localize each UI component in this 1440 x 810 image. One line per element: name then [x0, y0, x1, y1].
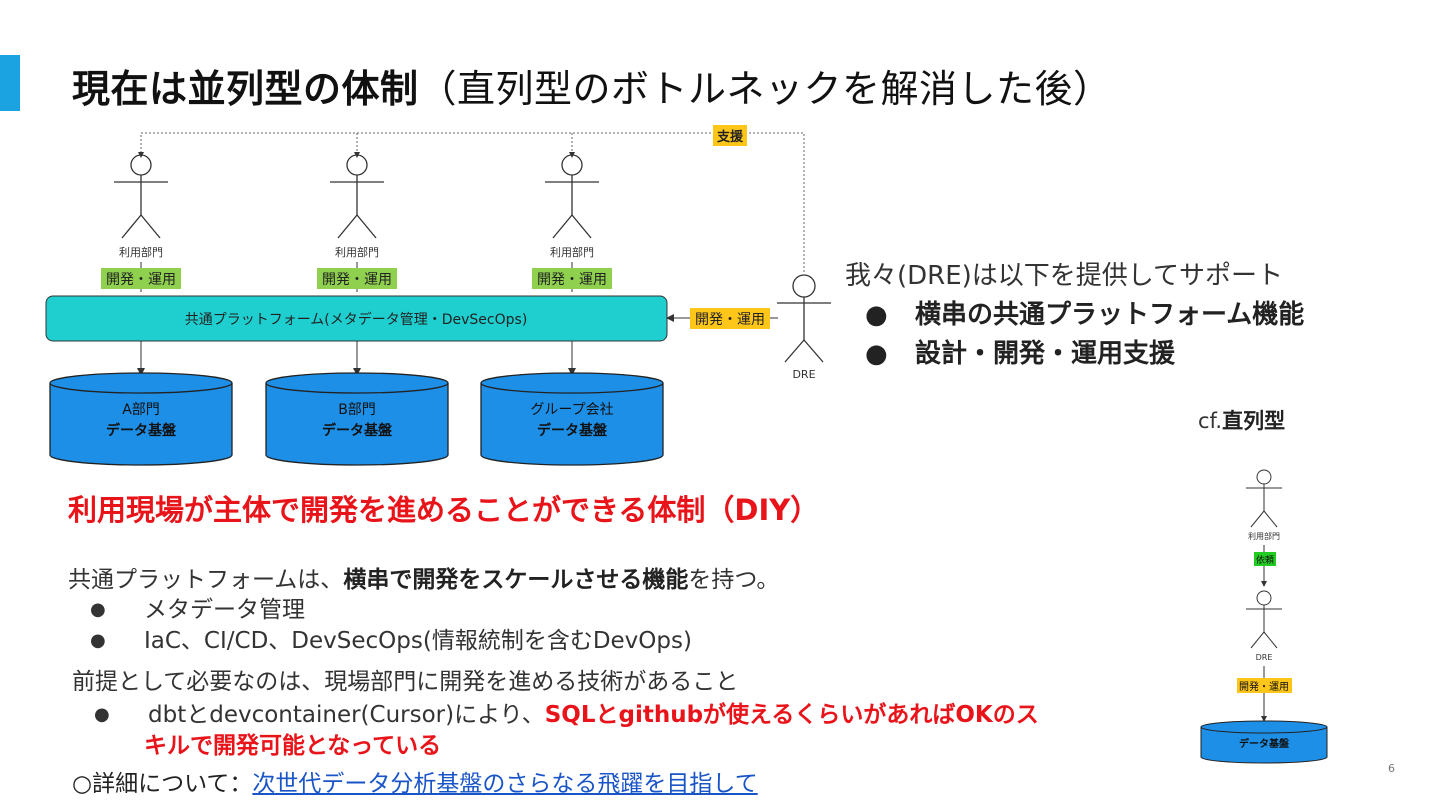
- user-figure-1: [114, 154, 168, 239]
- datastore-a-name: データ基盤: [106, 422, 177, 439]
- dev-ops-tag-1: [101, 268, 181, 289]
- platform-bullet-1: ●メタデータ管理: [68, 590, 305, 624]
- user-figure-3: [545, 154, 599, 239]
- dev-ops-tag-text-1: 開発・運用: [106, 272, 176, 288]
- cf-datastore: [1200, 720, 1328, 764]
- dre-figure: [777, 274, 831, 363]
- datastore-b-dept: B部門: [338, 402, 376, 418]
- slide-title: 現在は並列型の体制（直列型のボトルネックを解消した後）: [72, 58, 1112, 113]
- dev-ops-tag-3: [532, 268, 612, 289]
- support-bullet-1: ●横串の共通プラットフォーム機能: [845, 294, 1304, 331]
- support-summary-list: ●横串の共通プラットフォーム機能 ●設計・開発・運用支援: [845, 294, 1304, 370]
- premise-bullet-continued: キルで開発可能となっている: [144, 733, 442, 759]
- premise-text: 前提として必要なのは、現場部門に開発を進める技術があること: [72, 669, 739, 695]
- dre-dev-ops-tag: [690, 308, 770, 329]
- dre-dev-ops-tag-text: 開発・運用: [695, 312, 765, 328]
- bullet-dot-icon: ●: [94, 704, 110, 725]
- common-platform-label: 共通プラットフォーム(メタデータ管理・DevSecOps): [185, 311, 528, 328]
- user-figure-2: [330, 154, 384, 239]
- datastore-group-name: データ基盤: [537, 422, 608, 439]
- premise-bullet: ●dbtとdevcontainer(Cursor)により、SQLとgithubが…: [72, 695, 1039, 729]
- bullet-dot-icon: ●: [865, 339, 888, 369]
- page-number: 6: [1388, 762, 1395, 775]
- details-row: ○詳細について：次世代データ分析基盤のさらなる飛躍を目指して: [72, 771, 758, 797]
- support-summary-header: 我々(DRE)は以下を提供してサポート: [845, 261, 1284, 291]
- datastore-b: [265, 372, 449, 466]
- support-summary: 我々(DRE)は以下を提供してサポート ●横串の共通プラットフォーム機能 ●設計…: [845, 255, 1304, 370]
- cf-request-tag: [1254, 552, 1276, 566]
- cf-user-label: 利用部門: [1248, 531, 1280, 541]
- support-tag-text: 支援: [716, 129, 744, 145]
- support-tag: [713, 125, 747, 146]
- datastore-group-dept: グループ会社: [530, 402, 613, 418]
- support-connector: [138, 132, 805, 272]
- diy-heading: 利用現場が主体で開発を進めることができる体制（DIY）: [68, 493, 820, 527]
- user-label-1: 利用部門: [119, 245, 163, 259]
- user-label-3: 利用部門: [550, 245, 594, 259]
- datastore-b-name: データ基盤: [322, 422, 393, 439]
- dev-ops-tag-text-2: 開発・運用: [322, 272, 392, 288]
- platform-bullet-2: ●IaC、CI/CD、DevSecOps(情報統制を含むDevOps): [68, 621, 692, 655]
- datastore-a: [49, 372, 233, 466]
- user-label-2: 利用部門: [335, 245, 379, 259]
- dev-ops-tag-2: [317, 268, 397, 289]
- datastore-a-dept: A部門: [122, 402, 160, 418]
- dev-ops-tag-text-3: 開発・運用: [537, 272, 607, 288]
- cf-serial-label: cf.直列型: [1198, 409, 1286, 433]
- bullet-dot-icon: ●: [865, 300, 888, 330]
- cf-datastore-label: データ基盤: [1239, 737, 1290, 750]
- cf-request-tag-text: 依頼: [1256, 554, 1274, 566]
- dre-label: DRE: [792, 368, 815, 381]
- slide-title-sub: （直列型のボトルネックを解消した後）: [418, 67, 1112, 111]
- platform-description: 共通プラットフォームは、横串で開発をスケールさせる機能を持つ。: [68, 567, 780, 593]
- title-accent-bar: [0, 55, 20, 111]
- slide-title-main: 現在は並列型の体制: [72, 67, 419, 111]
- cf-dre-label: DRE: [1256, 653, 1273, 662]
- datastore-group: [480, 372, 664, 466]
- details-link[interactable]: 次世代データ分析基盤のさらなる飛躍を目指して: [252, 771, 758, 797]
- bullet-dot-icon: ●: [90, 599, 106, 620]
- cf-dev-ops-tag: [1237, 678, 1292, 693]
- cf-dre-figure: [1246, 590, 1282, 649]
- cf-dev-ops-tag-text: 開発・運用: [1239, 680, 1289, 693]
- cf-user-figure: [1246, 469, 1282, 528]
- support-bullet-2: ●設計・開発・運用支援: [845, 333, 1304, 370]
- bullet-dot-icon: ●: [90, 630, 106, 651]
